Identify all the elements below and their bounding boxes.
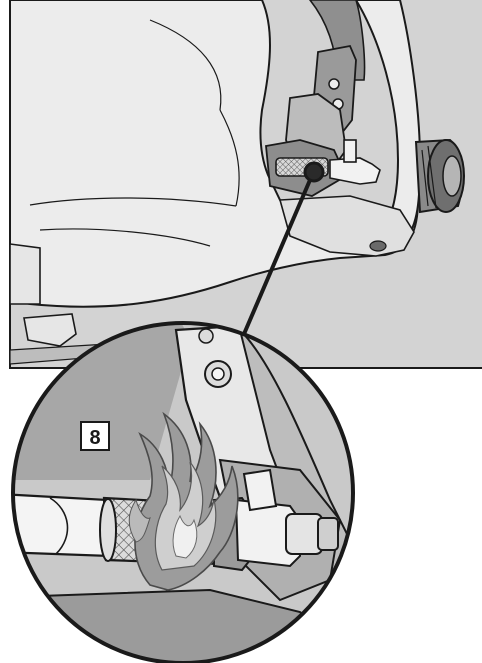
bracket-bolt-upper [329, 79, 339, 89]
overview-panel [10, 0, 482, 368]
step-number-label: 8 [89, 427, 100, 449]
valve-handle-overview [344, 140, 356, 162]
detail-bolt-upper [205, 361, 231, 387]
valve-outlet [286, 514, 322, 554]
base-hole [370, 241, 386, 251]
detail-bolt-top [199, 329, 213, 343]
lower-left-base [10, 244, 40, 304]
valve-outlet-cap [318, 518, 338, 550]
step-number-badge: 8 [81, 422, 109, 450]
valve-handle [244, 470, 276, 510]
braided-hose-end [100, 499, 116, 561]
wheel-hub [416, 140, 464, 212]
